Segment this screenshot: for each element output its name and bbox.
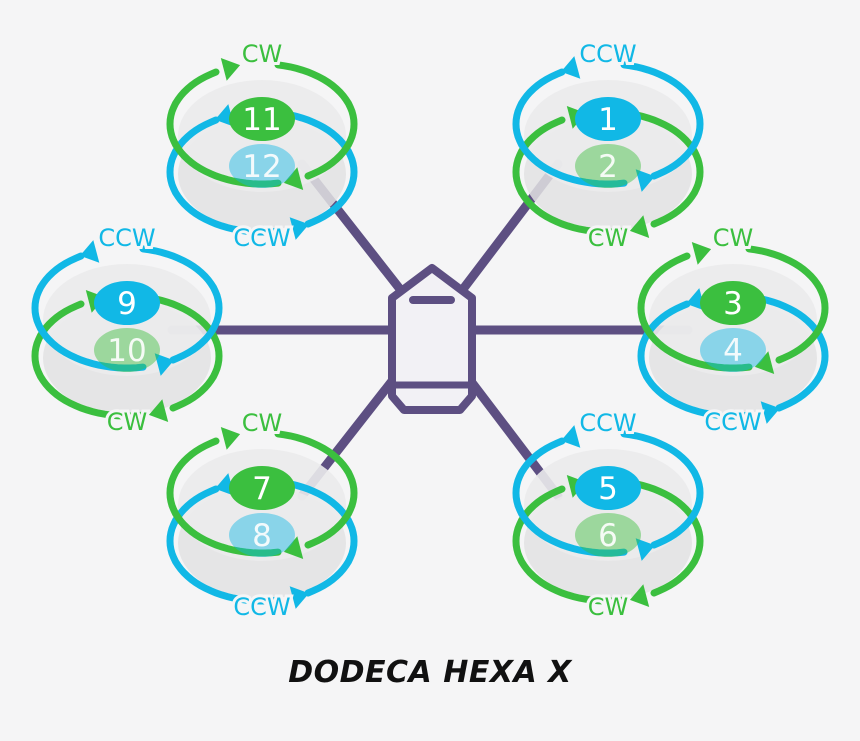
lower-direction-label: CW [588, 224, 629, 252]
upper-rotation-ring-arrow-2 [220, 58, 241, 81]
lower-rotation-ring-segment-2 [637, 300, 753, 420]
upper-motor-number: 3 [723, 286, 743, 322]
lower-motor-number: 4 [723, 333, 743, 369]
upper-rotation-ring-segment-1 [620, 61, 704, 180]
lower-rotation-ring-arrow-1 [289, 217, 309, 240]
upper-rotation-ring-arrow-2 [220, 427, 241, 450]
upper-motor-number: 7 [252, 471, 272, 507]
lower-rotation-ring-arrow-1 [629, 584, 650, 607]
upper-direction-label: CCW [98, 224, 155, 252]
upper-direction-label: CW [242, 40, 283, 68]
upper-rotation-ring-segment-1 [745, 245, 829, 364]
lower-rotation-ring-segment-2 [166, 116, 282, 236]
upper-rotation-ring-arrow-1 [154, 353, 174, 376]
upper-rotation-ring-segment-2 [637, 252, 753, 372]
upper-motor-badge [229, 466, 295, 510]
lower-rotation-ring-segment-1 [620, 109, 704, 228]
upper-rotation-ring-segment-2 [512, 437, 628, 557]
upper-rotation-ring-arrow-2 [561, 425, 581, 448]
upper-motor-badge [229, 97, 295, 141]
upper-rotation-ring-segment-2 [166, 437, 282, 557]
lower-rotation-ring-arrow-1 [289, 586, 309, 609]
lower-rotation-ring-segment-2 [512, 485, 628, 605]
motor-pair-5-6: 6 5 CCW CW [512, 406, 704, 624]
upper-motor-badge [575, 466, 641, 510]
lower-rotation-ring-segment-1 [274, 109, 358, 228]
upper-rotation-ring-segment-1 [139, 245, 223, 364]
upper-rotation-ring-arrow-1 [283, 167, 304, 190]
upper-rotation-ring-segment-2 [166, 68, 282, 188]
lower-direction-label: CW [588, 593, 629, 621]
lower-motor-number: 2 [598, 149, 618, 185]
upper-rotation-ring-segment-1 [274, 61, 358, 180]
body-shell [388, 264, 476, 414]
upper-motor-number: 1 [598, 102, 618, 138]
lower-rotation-ring-segment-2 [166, 485, 282, 605]
lower-direction-label: CCW [233, 593, 290, 621]
upper-rotation-ring-arrow-1 [635, 538, 655, 561]
lower-rotation-ring-segment-1 [274, 478, 358, 597]
lower-rotation-ring-arrow-1 [148, 399, 169, 422]
upper-rotation-ring-segment-2 [512, 68, 628, 188]
upper-direction-label: CW [713, 224, 754, 252]
lower-motor-number: 6 [598, 518, 618, 554]
motor-pair-11-12: 12 11 CW CCW [166, 37, 358, 255]
motor-pair-1-2: 2 1 CCW CW [512, 37, 704, 255]
lower-direction-label: CCW [704, 408, 761, 436]
motor-pair-7-8: 8 7 CW CCW [166, 406, 358, 624]
motor-pair-9-10: 10 9 CCW CW [31, 221, 223, 439]
upper-rotation-ring-segment-1 [274, 430, 358, 549]
flight-controller-body [388, 264, 476, 414]
lower-direction-label: CW [107, 408, 148, 436]
upper-rotation-ring-arrow-2 [691, 242, 712, 265]
upper-motor-number: 9 [117, 286, 137, 322]
lower-motor-number: 8 [252, 518, 272, 554]
upper-rotation-ring-segment-2 [31, 252, 147, 372]
lower-motor-badge [94, 328, 160, 372]
lower-rotation-ring-segment-1 [139, 293, 223, 412]
upper-rotation-ring-segment-1 [620, 430, 704, 549]
upper-rotation-ring-arrow-1 [754, 351, 775, 374]
upper-direction-label: CCW [579, 40, 636, 68]
upper-direction-label: CW [242, 409, 283, 437]
lower-rotation-ring-segment-2 [512, 116, 628, 236]
lower-motor-badge [575, 144, 641, 188]
lower-motor-badge [700, 328, 766, 372]
motor-pairs: 21CCWCW43CWCCW65CCWCW87CWCCW109CCWCW1211… [31, 37, 829, 624]
upper-direction-label: CCW [579, 409, 636, 437]
lower-motor-number: 10 [107, 333, 146, 369]
upper-motor-number: 11 [242, 102, 281, 138]
motor-pair-3-4: 4 3 CW CCW [637, 221, 829, 439]
lower-motor-badge [229, 513, 295, 557]
upper-rotation-ring-arrow-2 [80, 240, 100, 263]
lower-motor-badge [575, 513, 641, 557]
upper-rotation-ring-arrow-2 [561, 56, 581, 79]
lower-direction-label: CCW [233, 224, 290, 252]
upper-rotation-ring-arrow-1 [635, 169, 655, 192]
upper-motor-badge [700, 281, 766, 325]
upper-motor-badge [575, 97, 641, 141]
lower-rotation-ring-segment-1 [745, 293, 829, 412]
lower-motor-badge [229, 144, 295, 188]
lower-rotation-ring-segment-1 [620, 478, 704, 597]
lower-rotation-ring-segment-2 [31, 300, 147, 420]
lower-rotation-ring-arrow-1 [629, 215, 650, 238]
lower-rotation-ring-arrow-1 [760, 401, 780, 424]
upper-motor-number: 5 [598, 471, 618, 507]
lower-motor-number: 12 [242, 149, 281, 185]
diagram-title: DODECA HEXA X [288, 655, 572, 690]
upper-motor-badge [94, 281, 160, 325]
upper-rotation-ring-arrow-1 [283, 536, 304, 559]
